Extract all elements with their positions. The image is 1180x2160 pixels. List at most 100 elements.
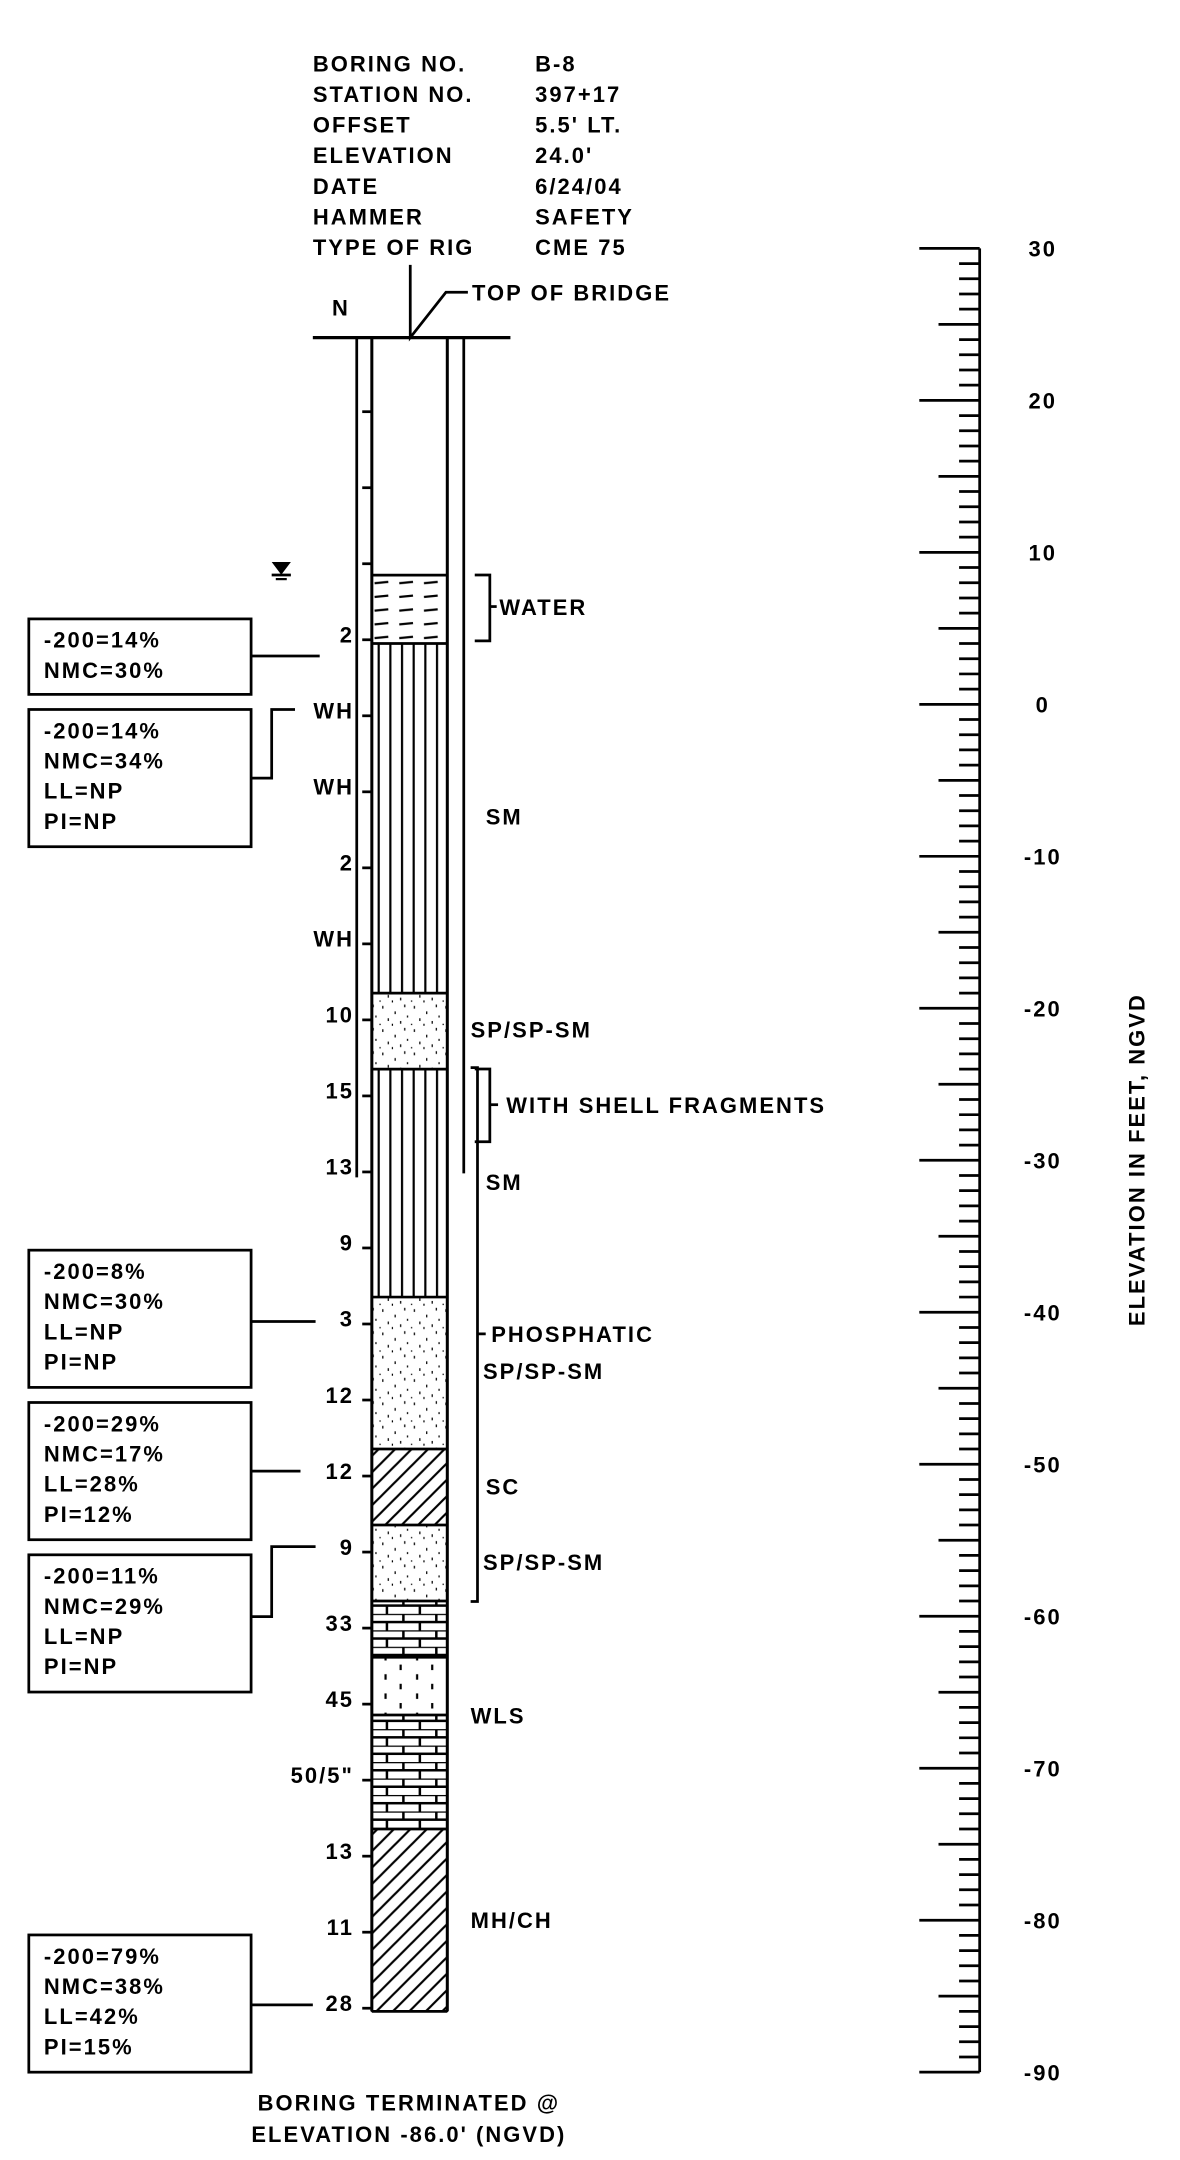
header-field-value: B-8 (535, 51, 577, 76)
n-value: 3 (340, 1307, 354, 1332)
scale-tick-label: -10 (1024, 845, 1062, 870)
soil-label-water: WATER (499, 595, 587, 620)
n-value: 10 (325, 1003, 354, 1028)
n-value: 9 (340, 1535, 354, 1560)
n-value: 13 (325, 1155, 354, 1180)
elevation-scale-title: ELEVATION IN FEET, NGVD (1124, 993, 1149, 1326)
scale-tick-label: -90 (1024, 2060, 1062, 2085)
header-field-label: OFFSET (313, 113, 412, 138)
soil-layer-clay (371, 1828, 448, 2013)
soil-layer-silty-sand (371, 642, 448, 994)
n-column-label: N (332, 296, 350, 321)
header-field-label: BORING NO. (313, 51, 466, 76)
n-value: 9 (340, 1231, 354, 1256)
header-field-label: TYPE OF RIG (313, 235, 475, 260)
n-value: WH (313, 775, 354, 800)
soil-label-sm-lower: SM (486, 1170, 523, 1195)
termination-line-1: BORING TERMINATED @ (258, 2091, 561, 2116)
scale-tick-label: 10 (1029, 541, 1058, 566)
soil-brackets (470, 573, 499, 1603)
lab-result-line: LL=NP (44, 1624, 124, 1649)
n-value: WH (313, 699, 354, 724)
header-field-value: 5.5' LT. (535, 113, 622, 138)
soil-layer-sand (371, 1296, 448, 1450)
header-field-label: HAMMER (313, 204, 424, 229)
n-value: 2 (340, 851, 354, 876)
n-value: 2 (340, 623, 354, 648)
lab-result-line: LL=28% (44, 1472, 140, 1497)
scale-tick-label: -50 (1024, 1452, 1062, 1477)
scale-tick-label: -60 (1024, 1604, 1062, 1629)
header-field-label: ELEVATION (313, 143, 454, 168)
header-field-label: DATE (313, 174, 379, 199)
lab-result-line: NMC=29% (44, 1594, 165, 1619)
soil-layers (371, 573, 448, 2013)
lab-result-line: NMC=30% (44, 658, 165, 683)
n-value: 15 (325, 1079, 354, 1104)
top-of-bridge-leader (408, 264, 468, 342)
n-value: 45 (325, 1687, 354, 1712)
lab-result-line: NMC=38% (44, 1974, 165, 1999)
lab-result-line: LL=NP (44, 779, 124, 804)
soil-layer-water (371, 574, 448, 645)
n-value: 12 (325, 1383, 354, 1408)
scale-tick-label: 20 (1029, 389, 1058, 414)
lab-box (27, 1401, 253, 1542)
header-field-value: 24.0' (535, 143, 593, 168)
n-value: 11 (327, 1915, 354, 1940)
lab-box (27, 1248, 253, 1389)
lab-result-line: -200=14% (44, 628, 161, 653)
n-value: 50/5" (291, 1763, 354, 1788)
header-field-value: 397+17 (535, 82, 621, 107)
lab-result-line: -200=79% (44, 1944, 161, 1969)
soil-label-sp-sm-1: SP/SP-SM (471, 1017, 592, 1042)
termination-line-2: ELEVATION -86.0' (NGVD) (251, 2122, 566, 2147)
lab-result-line: -200=29% (44, 1411, 161, 1436)
soil-layer-clayey-sand (371, 1448, 448, 1526)
soil-label-sp-sm-2: SP/SP-SM (483, 1359, 604, 1384)
soil-label-sc: SC (486, 1474, 521, 1499)
soil-label-sp-sm-3: SP/SP-SM (483, 1550, 604, 1575)
scale-tick-label: -30 (1024, 1149, 1062, 1174)
soil-layer-sand (371, 992, 448, 1070)
soil-layer-silty-sand (371, 1068, 448, 1298)
top-of-bridge-label: TOP OF BRIDGE (472, 281, 671, 306)
scale-tick-label: -70 (1024, 1756, 1062, 1781)
lab-result-line: -200=8% (44, 1259, 147, 1284)
scale-tick-label: -20 (1024, 997, 1062, 1022)
lab-result-line: PI=NP (44, 1654, 118, 1679)
lab-result-boxes: -200=14% NMC=30% -200=14% NMC=34% LL=NP PI=NP… (27, 617, 253, 2074)
soil-label-phosphatic: PHOSPHATIC (491, 1322, 654, 1347)
scale-tick-label: 30 (1029, 237, 1058, 262)
soil-label-shell-fragments: WITH SHELL FRAGMENTS (506, 1093, 826, 1118)
soil-layer-sand (371, 1524, 448, 1602)
lab-box (27, 1553, 253, 1694)
scale-tick-label: -80 (1024, 1908, 1062, 1933)
soil-label-sm-upper: SM (486, 805, 523, 830)
lab-result-line: NMC=30% (44, 1289, 165, 1314)
n-value: 28 (325, 1991, 354, 2016)
header-field-value: CME 75 (535, 235, 627, 260)
lab-result-line: -200=14% (44, 718, 161, 743)
lab-box-leaders (251, 654, 320, 2007)
soil-label-wls: WLS (471, 1704, 526, 1729)
scale-tick-label: 0 (1036, 693, 1050, 718)
lab-result-line: PI=12% (44, 1502, 134, 1527)
lab-result-line: PI=NP (44, 809, 118, 834)
water-table-icon (271, 561, 291, 581)
lab-result-line: LL=42% (44, 2004, 140, 2029)
soil-layer-weathered (371, 1656, 448, 1716)
lab-box (27, 1933, 253, 2074)
lab-result-line: PI=NP (44, 1350, 118, 1375)
lab-result-line: LL=NP (44, 1319, 124, 1344)
header-field-label: STATION NO. (313, 82, 474, 107)
lab-box (27, 708, 253, 849)
lab-result-line: NMC=34% (44, 748, 165, 773)
n-value: 12 (325, 1459, 354, 1484)
lab-result-line: NMC=17% (44, 1441, 165, 1466)
